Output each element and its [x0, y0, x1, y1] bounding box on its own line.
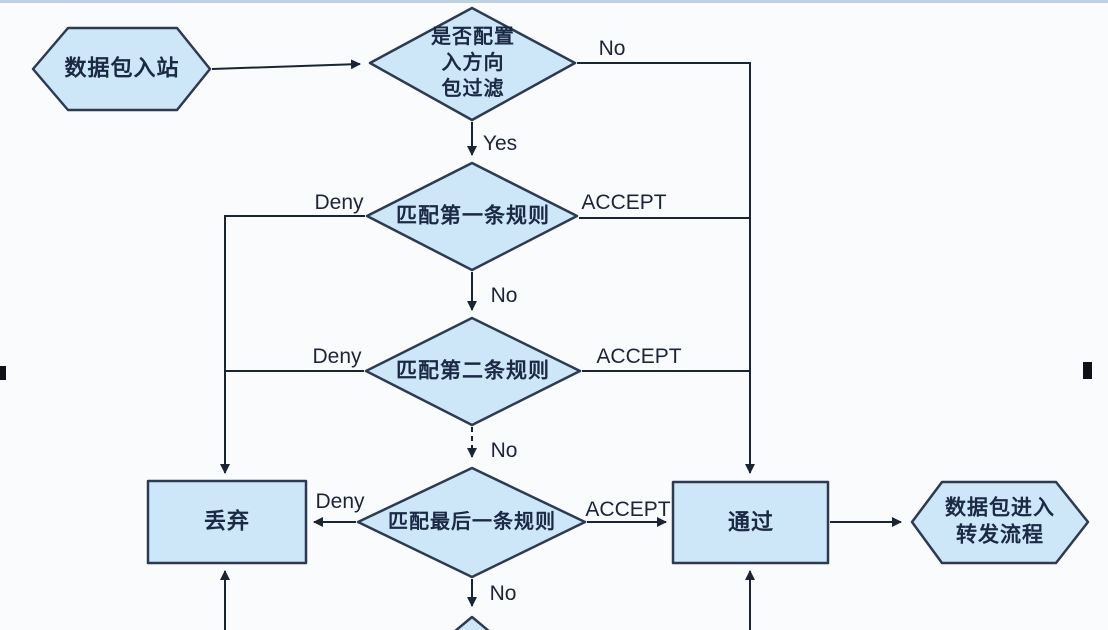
decision-inbound-filter-line3: 包过滤 — [441, 78, 505, 100]
next-decision-shape-partial — [454, 615, 490, 630]
decision-rule2-label: 匹配第二条规则 — [396, 359, 550, 383]
edge-deny-rule1-to-discard — [220, 215, 365, 474]
edge-label-no-rule1: No — [490, 284, 518, 307]
left-edge-mark — [0, 366, 6, 380]
discard-box-shape — [146, 479, 308, 565]
edge-label-no-rule2: No — [490, 439, 518, 462]
edge-start-to-filter — [211, 59, 361, 70]
decision-inbound-filter-label: 是否配置 入方向 包过滤 — [431, 24, 515, 102]
discard-box-label: 丢弃 — [203, 508, 251, 534]
pass-box-label: 通过 — [727, 509, 775, 535]
decision-rule2-shape — [364, 316, 582, 427]
edge-label-deny-rule1: Deny — [314, 191, 364, 214]
decision-inbound-filter-shape — [368, 6, 577, 122]
pass-box-shape — [671, 480, 830, 565]
start-hexagon-label: 数据包入站 — [64, 55, 180, 81]
edge-label-no-top: No — [598, 37, 626, 60]
decision-rule-last-label: 匹配最后一条规则 — [388, 511, 556, 533]
edge-no-top-to-pass — [577, 62, 755, 474]
edge-label-accept-rule2: ACCEPT — [596, 345, 682, 368]
decision-rule-last-shape — [356, 466, 587, 579]
start-hexagon-shape — [31, 26, 212, 112]
edge-label-deny-last: Deny — [315, 490, 365, 513]
decision-rule1-label: 匹配第一条规则 — [396, 204, 550, 228]
right-edge-mark — [1083, 362, 1092, 379]
edge-label-accept-last: ACCEPT — [585, 498, 671, 521]
edge-label-deny-rule2: Deny — [312, 345, 362, 368]
decision-inbound-filter-line1: 是否配置 — [431, 26, 515, 48]
end-hexagon-label: 数据包进入 转发流程 — [945, 495, 1055, 550]
edge-label-no-last: No — [489, 582, 517, 605]
end-hexagon-line2: 转发流程 — [956, 524, 1044, 547]
end-hexagon-line1: 数据包进入 — [945, 496, 1055, 520]
edge-label-yes: Yes — [482, 132, 518, 155]
decision-inbound-filter-line2: 入方向 — [441, 52, 505, 74]
decision-rule1-shape — [365, 161, 579, 272]
top-progress-strip — [0, 0, 1108, 3]
edge-label-accept-rule1: ACCEPT — [581, 191, 667, 214]
end-hexagon-shape — [910, 480, 1090, 565]
